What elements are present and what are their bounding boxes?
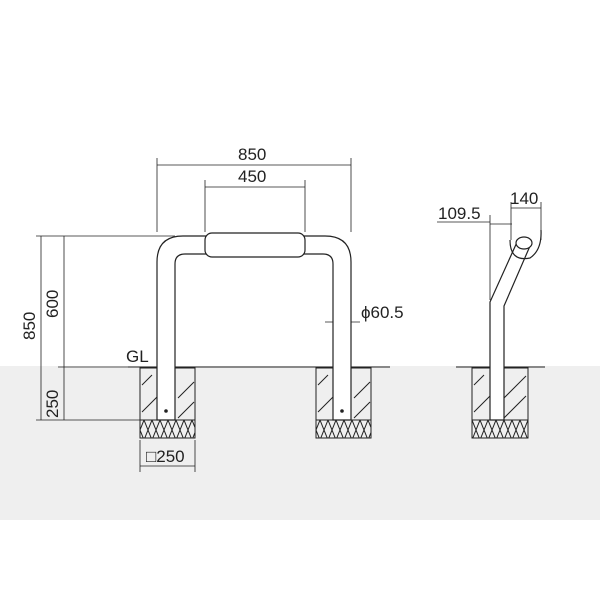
- dim-height-above: 600: [43, 290, 62, 318]
- side-post: [489, 229, 542, 421]
- ground-label: GL: [126, 347, 149, 366]
- dim-height-total: 850: [20, 312, 39, 340]
- dim-pipe-diameter: ϕ60.5: [361, 303, 404, 322]
- grip-pad: [204, 232, 306, 258]
- dim-foundation: □250: [146, 447, 185, 466]
- ground-area: [0, 366, 600, 520]
- dimension-lines: [36, 158, 360, 472]
- dim-side-depth: 140: [510, 189, 538, 208]
- side-dimension-lines: [437, 202, 542, 300]
- dim-width-overall: 850: [238, 145, 266, 164]
- u-frame: [156, 232, 352, 421]
- dim-embed-depth: 250: [43, 390, 62, 418]
- dim-pad-width: 450: [238, 167, 266, 186]
- dim-offset: 109.5: [438, 204, 481, 223]
